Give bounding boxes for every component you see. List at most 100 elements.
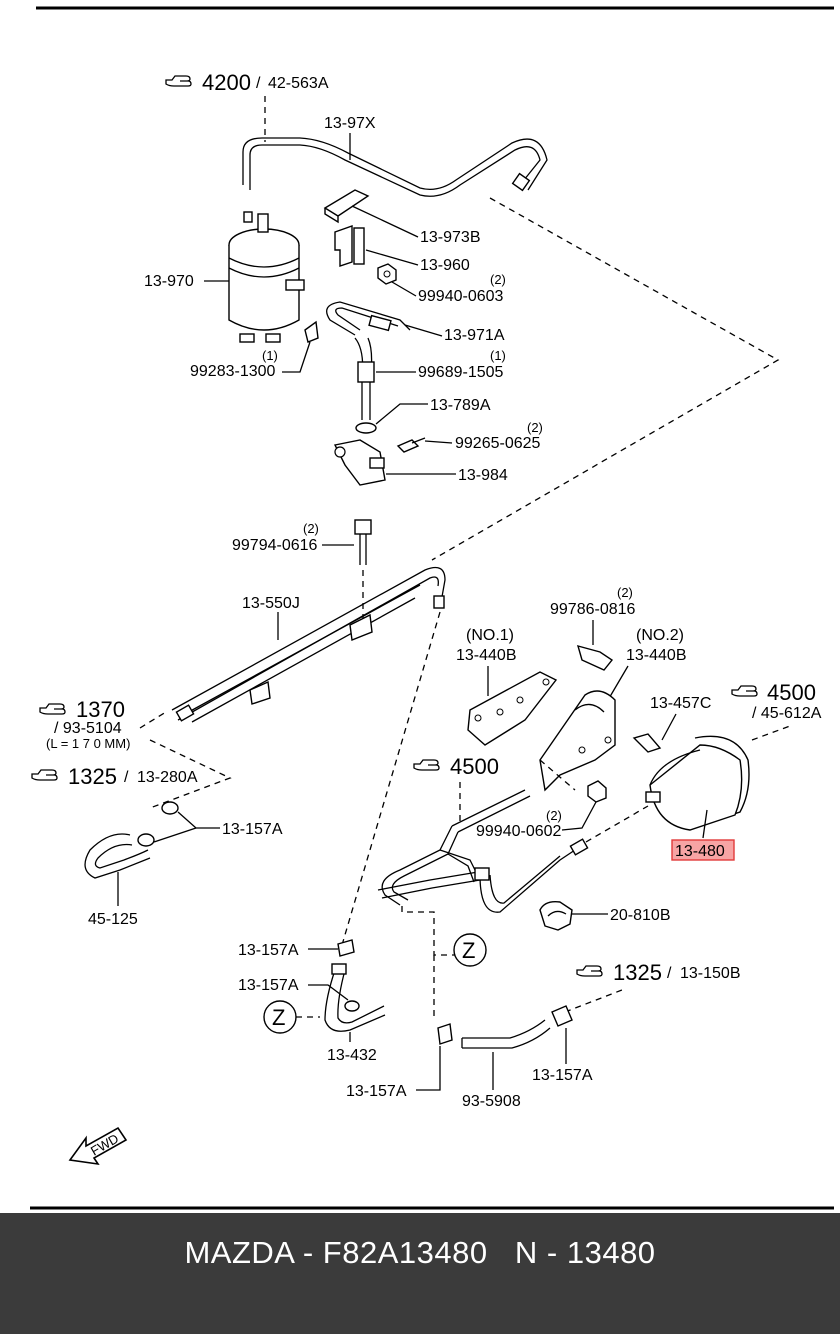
pointing-hand-icon [413, 759, 440, 771]
ref-label: 1370 [76, 697, 125, 722]
nut [587, 780, 607, 803]
bracket-no1 [467, 671, 558, 746]
part-label: 13-432 [327, 1047, 377, 1064]
leader [702, 809, 708, 839]
bracket-no-label: (NO.2) [636, 627, 684, 644]
fuel-hose [479, 847, 579, 913]
leader-dashed [341, 611, 441, 946]
qty-label: (2) [617, 585, 633, 600]
caption-bar: MAZDA - F82A13480 N - 13480 [0, 1213, 840, 1334]
canister-port-side [285, 279, 305, 291]
part-label: 99940-0602 [476, 823, 562, 840]
clip [304, 320, 319, 343]
hose-clamp [337, 939, 355, 957]
leader [561, 801, 597, 831]
part-label: 13-440B [626, 647, 687, 664]
part-label: 13-157A [238, 977, 299, 994]
leader [607, 665, 629, 701]
hose-clamp [137, 833, 155, 847]
ref-label: / 93-5104 [54, 720, 122, 737]
pipe-550J-a [171, 566, 446, 711]
leader [351, 205, 419, 238]
part-label: 99794-0616 [232, 537, 318, 554]
part-label: 13-984 [458, 467, 508, 484]
leader [282, 341, 311, 373]
ref-slash: / [124, 769, 129, 786]
leader-dashed [751, 725, 791, 741]
fuel-line [451, 789, 531, 833]
part-label: 13-960 [420, 257, 470, 274]
part-label: 99265-0625 [455, 435, 541, 452]
leader-dashed [564, 989, 623, 1013]
hose-clamp [551, 1005, 573, 1027]
hose-clamp [437, 1023, 453, 1045]
pointing-hand-icon [31, 769, 58, 781]
leader [416, 1046, 441, 1091]
reference-circle [453, 933, 487, 967]
part-label: 93-5908 [462, 1093, 521, 1110]
part-label: 99283-1300 [190, 363, 276, 380]
part-label: 99689-1505 [418, 364, 504, 381]
qty-label: (2) [527, 420, 543, 435]
pipe-bracket [249, 680, 271, 705]
nut [377, 263, 397, 285]
part-label: 13-157A [532, 1067, 593, 1084]
exploded-parts-diagram: 4200 / 42-563A 13-97X 13-973B 13-960 (2)… [30, 6, 834, 1210]
rubber-pad [323, 189, 370, 224]
ref-label: 13-280A [137, 769, 198, 786]
pipe-bracket [349, 613, 373, 641]
leader-dashed [585, 805, 649, 843]
clip-20-810B [539, 900, 573, 931]
bracket-no2 [539, 690, 616, 792]
hose-clamp [161, 801, 179, 815]
part-label: 13-970 [144, 273, 194, 290]
fuel-filter-13-480 [649, 744, 743, 831]
bracket [334, 225, 353, 267]
leader [404, 324, 443, 337]
leader [177, 811, 220, 829]
leader [365, 249, 419, 266]
part-label: 99786-0816 [550, 601, 636, 618]
ref-label: 13-150B [680, 965, 741, 982]
leader-dashed [539, 759, 576, 791]
ref-label: 1325 [613, 960, 662, 985]
leader [424, 440, 453, 444]
hose-971A [326, 301, 411, 336]
highlighted-part-box[interactable] [671, 839, 735, 861]
canister-body [228, 245, 300, 331]
leader-dashed [401, 906, 455, 956]
reference-letter: Z [462, 938, 475, 963]
valve-13-984 [333, 439, 386, 486]
hose-13-432 [324, 969, 386, 1032]
bolt-head [354, 519, 372, 535]
ref-label: 4500 [450, 754, 499, 779]
part-label: 13-157A [346, 1083, 407, 1100]
vent-pipe-outline [242, 137, 548, 191]
ref-label: 1325 [68, 764, 117, 789]
qty-label: (2) [546, 808, 562, 823]
part-label: 13-440B [456, 647, 517, 664]
hose-clamp [355, 422, 377, 434]
ref-label: 42-563A [268, 75, 329, 92]
bracket-plate [353, 227, 365, 265]
ref-slash: / [256, 75, 261, 92]
leader-dashed [431, 197, 780, 561]
hose-93-5908 [462, 1019, 551, 1049]
part-label: 13-157A [222, 821, 283, 838]
part-label: 13-550J [242, 595, 300, 612]
part-label: 13-157A [238, 942, 299, 959]
leader-dashed [139, 711, 167, 729]
qty-label: (1) [490, 348, 506, 363]
qty-label: (2) [490, 272, 506, 287]
part-label: 45-125 [88, 911, 138, 928]
pointing-hand-icon [576, 965, 603, 977]
part-label: 13-971A [444, 327, 505, 344]
ref-label: / 45-612A [752, 705, 822, 722]
part-label: 99940-0603 [418, 288, 504, 305]
part-number-caption: MAZDA - F82A13480 N - 13480 [184, 1235, 656, 1270]
highlighted-part-label[interactable]: 13-480 [675, 843, 725, 860]
bracket-no-label: (NO.1) [466, 627, 514, 644]
vent-pipe [249, 144, 541, 197]
leader [661, 713, 677, 741]
part-label: 13-457C [650, 695, 711, 712]
